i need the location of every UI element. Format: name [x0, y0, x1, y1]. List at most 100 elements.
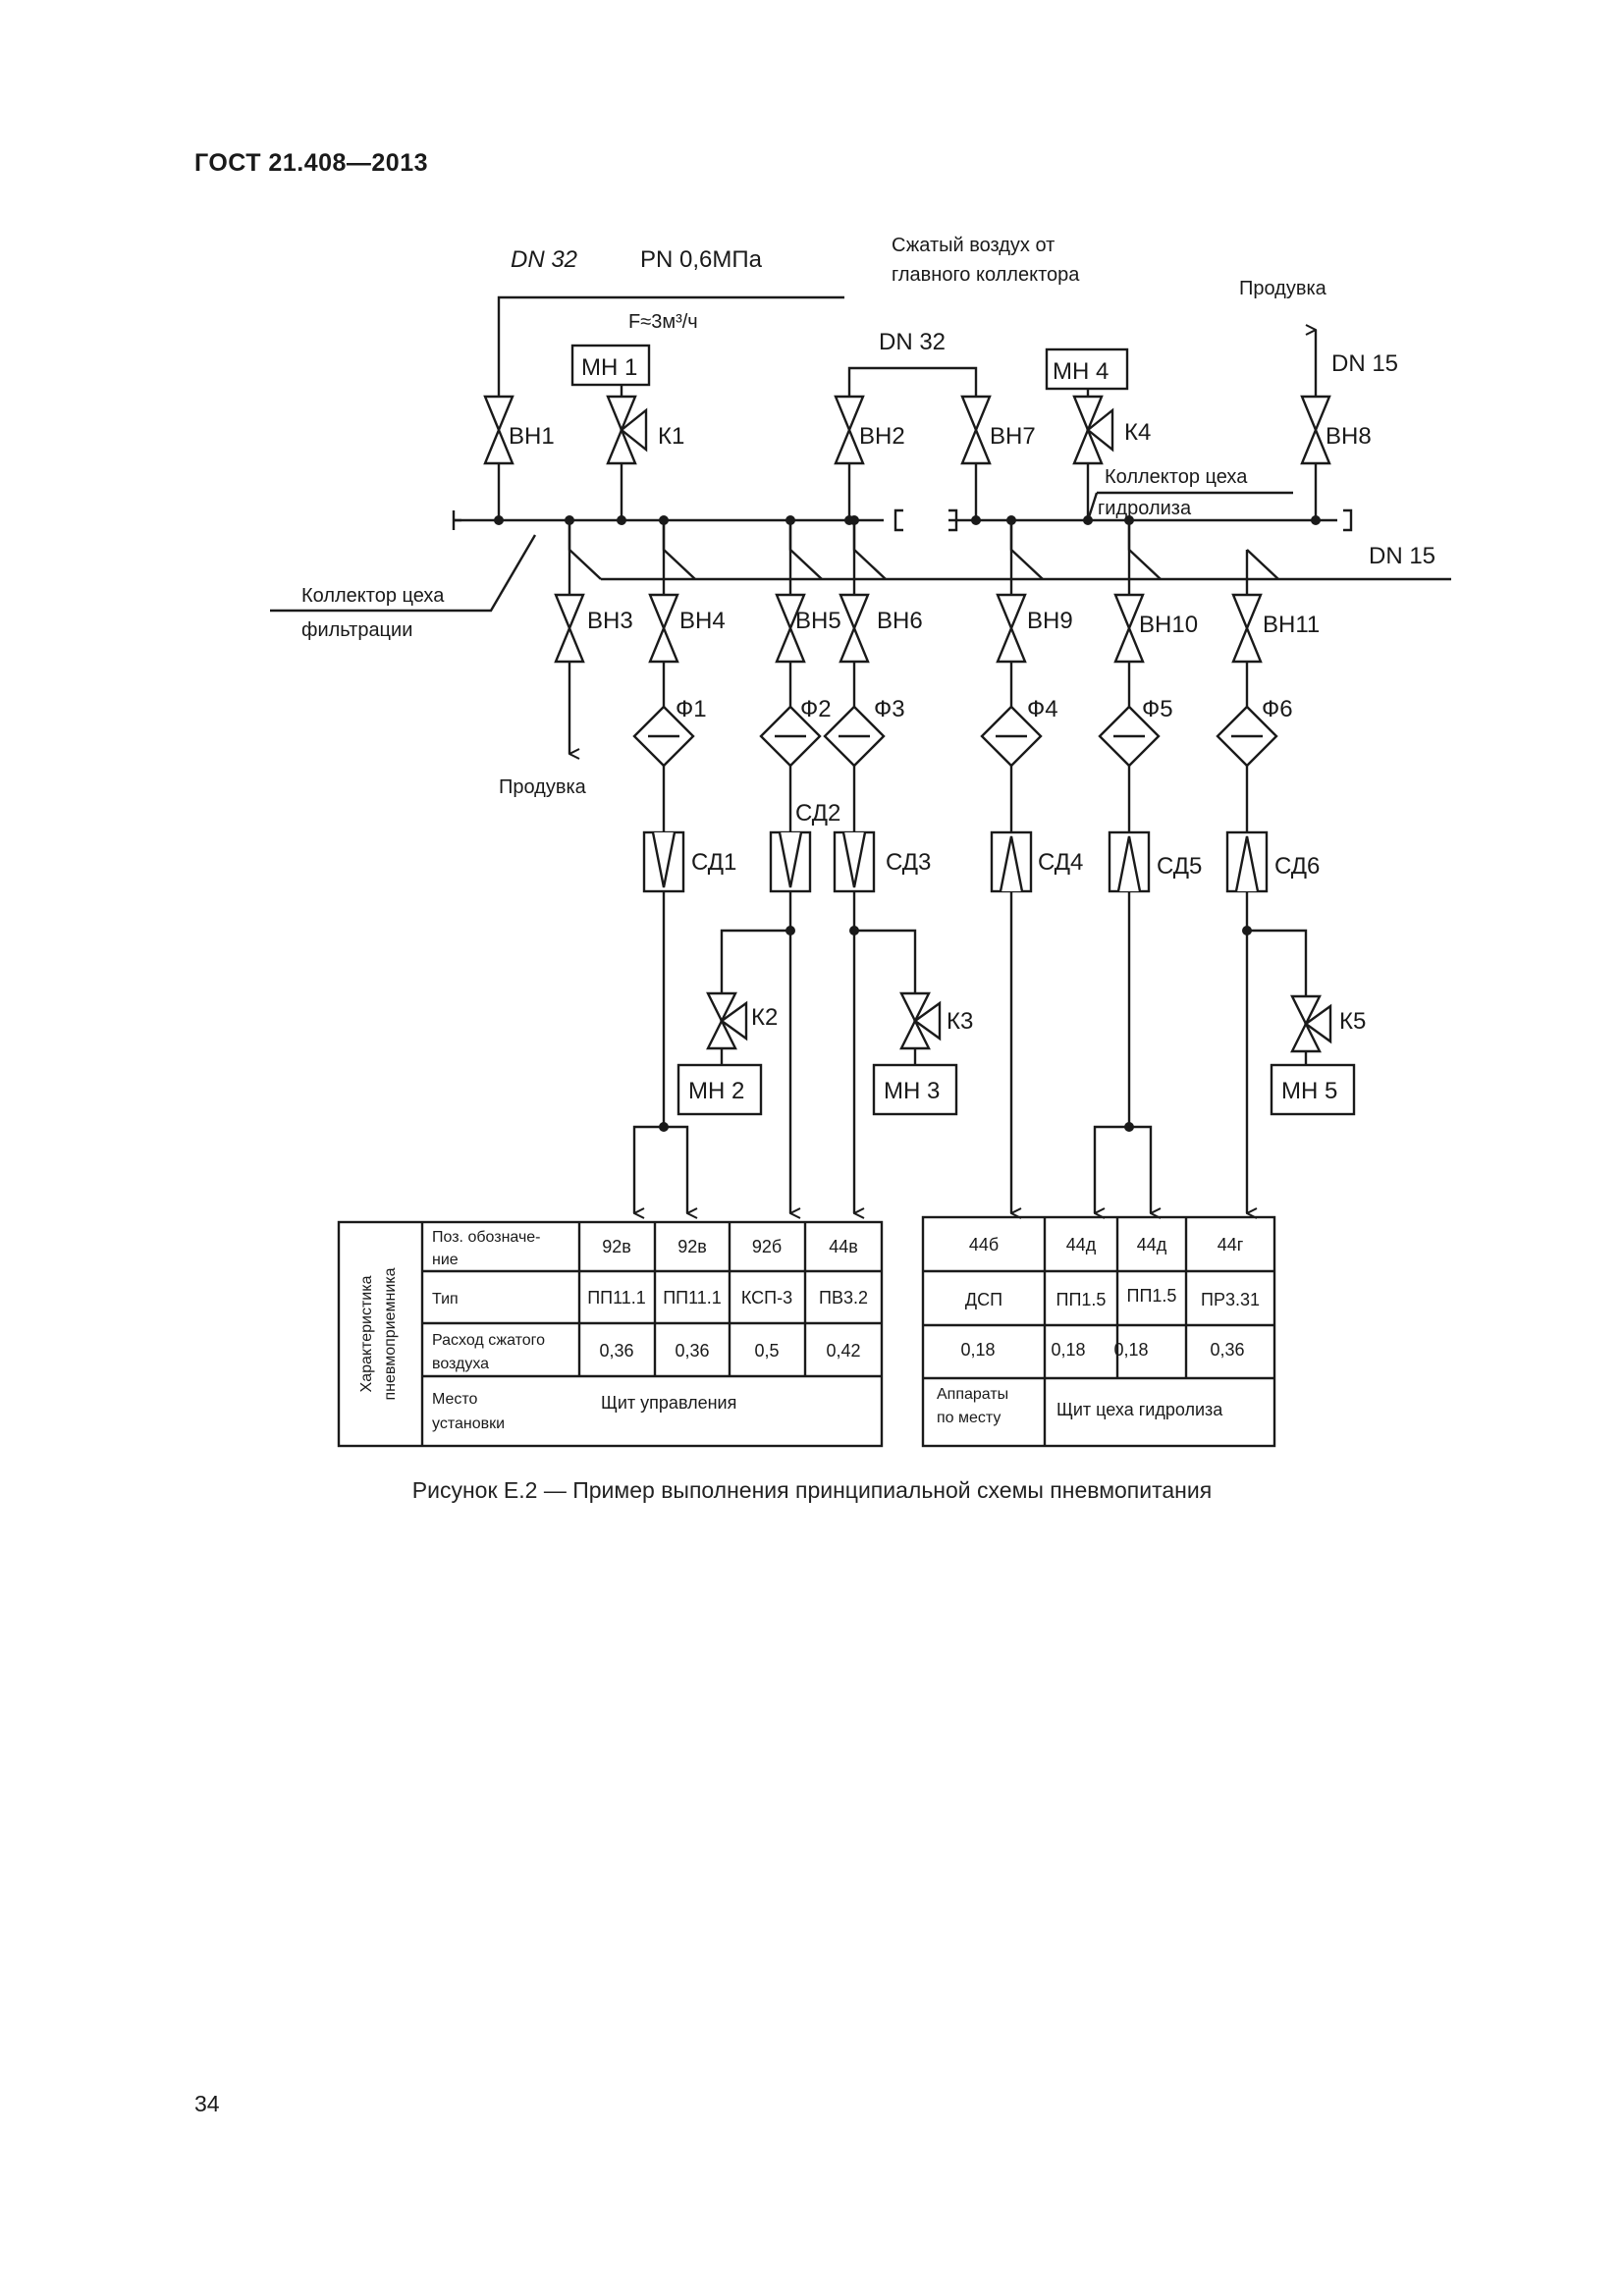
gauge-valves	[606, 395, 1332, 1053]
cell-flow: 0,36	[1210, 1340, 1244, 1360]
diagram-labels: DN 32 PN 0,6МПа F≈3м³/ч Сжатый воздух от…	[301, 235, 1435, 1104]
gauge-mh4-box	[1045, 347, 1129, 391]
valve-bh3-icon	[554, 593, 585, 664]
label-k4: К4	[1124, 419, 1151, 446]
collector-filtration-line1: Коллектор цеха	[301, 585, 445, 607]
figure-caption: Рисунок Е.2 — Пример выполнения принципи…	[411, 1477, 1213, 1503]
label-mh5: МН 5	[1281, 1078, 1337, 1104]
valve-k4-icon	[1072, 395, 1114, 465]
pressure-gauges	[570, 344, 1356, 1116]
label-bh7: ВН7	[990, 423, 1036, 450]
label-bh2: ВН2	[859, 423, 905, 450]
filter-f4-icon	[980, 705, 1043, 768]
cell-pos: 92в	[677, 1237, 707, 1256]
filter-f6-icon	[1216, 705, 1278, 768]
cell-flow: 0,5	[754, 1341, 779, 1361]
cell-flow: 0,18	[1051, 1340, 1085, 1360]
cell-location: Щит цеха гидролиза	[1056, 1400, 1223, 1419]
cell-flow: 0,36	[599, 1341, 633, 1361]
source-line2: главного коллектора	[892, 264, 1080, 286]
reducer-sd1-icon	[642, 830, 685, 893]
receiver-table-left: Характеристика пневмоприемника Поз. обоз…	[337, 1220, 884, 1448]
page-header: ГОСТ 21.408—2013	[194, 149, 429, 177]
label-sd6: СД6	[1274, 853, 1320, 880]
valve-bh11-icon	[1231, 593, 1263, 664]
main-supply-line	[270, 295, 1451, 1207]
location-label-line1: Аппараты	[937, 1386, 1008, 1403]
row-label-location-line2: установки	[432, 1415, 505, 1432]
label-k1: К1	[658, 423, 684, 450]
valve-bh5-icon	[775, 593, 806, 664]
valve-bh4-icon	[648, 593, 679, 664]
row-label-location-line1: Место	[432, 1391, 478, 1408]
label-sd4: СД4	[1038, 849, 1083, 876]
filter-f2-icon	[759, 705, 822, 768]
label-bh1: ВН1	[509, 423, 555, 450]
flow-arrows	[568, 330, 1318, 1213]
label-mh3: МН 3	[884, 1078, 940, 1104]
row-label-pos-line2: ние	[432, 1252, 459, 1268]
valve-k2-icon	[706, 991, 748, 1050]
cell-pos: 92в	[602, 1237, 631, 1256]
valve-bh9-icon	[996, 593, 1027, 664]
collector-hydrolysis-line2: гидролиза	[1098, 498, 1192, 519]
reducer-sd4-icon	[990, 830, 1033, 893]
label-bh10: ВН10	[1139, 612, 1198, 638]
cell-type: ПП1.5	[1127, 1286, 1177, 1306]
cell-flow: 0,36	[675, 1341, 709, 1361]
cell-pos: 92б	[752, 1237, 782, 1256]
gauge-mh3-box	[872, 1063, 958, 1116]
filter-f3-icon	[823, 705, 886, 768]
label-k2: К2	[751, 1004, 778, 1031]
label-k3: К3	[947, 1008, 973, 1035]
cell-location: Щит управления	[601, 1393, 736, 1413]
label-pn: PN 0,6МПа	[640, 246, 763, 273]
cell-pos: 44б	[969, 1235, 999, 1255]
reducers	[642, 830, 1269, 893]
cell-type: ПП11.1	[587, 1288, 646, 1308]
row-label-pos-line1: Поз. обозначе-	[432, 1229, 541, 1246]
label-mh2: МН 2	[688, 1078, 744, 1104]
valve-k3-icon	[899, 991, 942, 1050]
cell-pos: 44д	[1137, 1235, 1167, 1255]
gate-valves	[483, 395, 1331, 664]
valve-bh10-icon	[1113, 593, 1145, 664]
label-flow: F≈3м³/ч	[628, 311, 698, 333]
label-sd1: СД1	[691, 849, 736, 876]
valve-bh8-icon	[1300, 395, 1331, 465]
cell-flow: 0,42	[826, 1341, 860, 1361]
location-label-line2: по месту	[937, 1410, 1001, 1426]
valve-bh6-icon	[839, 593, 870, 664]
filter-f5-icon	[1098, 705, 1161, 768]
side-header-line1: Характеристика	[358, 1275, 375, 1392]
label-bh9: ВН9	[1027, 608, 1073, 634]
label-f4: Ф4	[1027, 696, 1058, 722]
cell-flow: 0,18	[960, 1340, 995, 1360]
valve-k1-icon	[606, 395, 648, 465]
cell-type: ПП1.5	[1056, 1290, 1107, 1309]
reducer-sd6-icon	[1225, 830, 1269, 893]
label-f6: Ф6	[1262, 696, 1293, 722]
label-k5: К5	[1339, 1008, 1366, 1035]
receiver-table-right: 44б 44д 44д 44г ДСП ПП1.5 ПП1.5 ПР3.31 0…	[921, 1215, 1276, 1448]
label-sd3: СД3	[886, 849, 931, 876]
cell-type: ПВ3.2	[819, 1288, 868, 1308]
cell-type: ДСП	[965, 1290, 1002, 1309]
label-dn15-right: DN 15	[1369, 543, 1435, 569]
label-f2: Ф2	[800, 696, 832, 722]
valve-bh7-icon	[960, 395, 992, 465]
reducer-sd3-icon	[833, 830, 876, 893]
label-bh5: ВН5	[795, 608, 841, 634]
label-bh3: ВН3	[587, 608, 633, 634]
label-mh1: МН 1	[581, 354, 637, 381]
cell-pos: 44д	[1066, 1235, 1097, 1255]
label-sd5: СД5	[1157, 853, 1202, 880]
page-number: 34	[194, 2091, 220, 2116]
gauge-mh5-box	[1270, 1063, 1356, 1116]
filters	[632, 705, 1278, 768]
cell-pos: 44в	[829, 1237, 858, 1256]
reducer-sd5-icon	[1108, 830, 1151, 893]
label-bh11: ВН11	[1263, 612, 1320, 638]
cell-flow: 0,18	[1113, 1340, 1148, 1360]
